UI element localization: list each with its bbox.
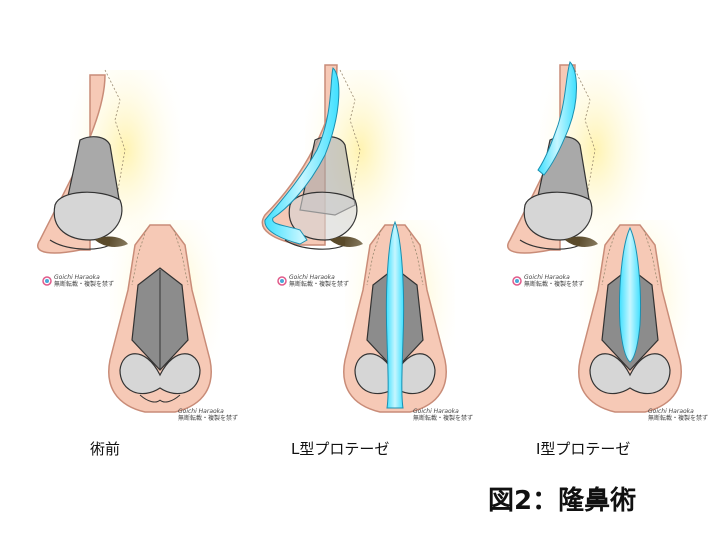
caption-i-implant: I型プロテーゼ [536,440,631,458]
nose-illustration-preop [37,69,220,420]
i-implant-side [537,61,577,176]
watermark-logo-icon [512,276,522,286]
panel-i-implant: Goichi Haraoka 無断転載・複製を禁ず Goichi Haraoka… [480,40,720,458]
front-view-i-implant [578,220,690,420]
l-implant-side [264,67,340,245]
front-view-l-implant [343,220,455,420]
nose-illustration-i-implant [507,61,690,420]
watermark-logo-icon [277,276,287,286]
watermark-side: Goichi Haraoka 無断転載・複製を禁ず [289,274,350,288]
panel-preop: Goichi Haraoka 無断転載・複製を禁ず Goichi Haraoka… [10,40,250,458]
watermark-front: Goichi Haraoka 無断転載・複製を禁ず [413,408,474,422]
watermark-front: Goichi Haraoka 無断転載・複製を禁ず [178,408,239,422]
caption-preop: 術前 [90,440,121,458]
l-implant-front [385,220,405,409]
watermark-logo-icon [42,276,52,286]
watermark-side: Goichi Haraoka 無断転載・複製を禁ず [54,274,115,288]
side-view-l-implant [261,64,415,270]
nose-illustration-l-implant [261,64,455,420]
watermark-front: Goichi Haraoka 無断転載・複製を禁ず [648,408,709,422]
caption-l-implant: L型プロテーゼ [291,440,390,458]
side-view-preop [37,69,180,270]
panel-l-implant: Goichi Haraoka 無断転載・複製を禁ず Goichi Haraoka… [245,40,485,458]
watermark-side: Goichi Haraoka 無断転載・複製を禁ず [524,274,585,288]
figure-title: 図2：隆鼻術 [488,486,637,516]
front-view-preop [108,220,220,420]
i-implant-front [619,226,641,363]
